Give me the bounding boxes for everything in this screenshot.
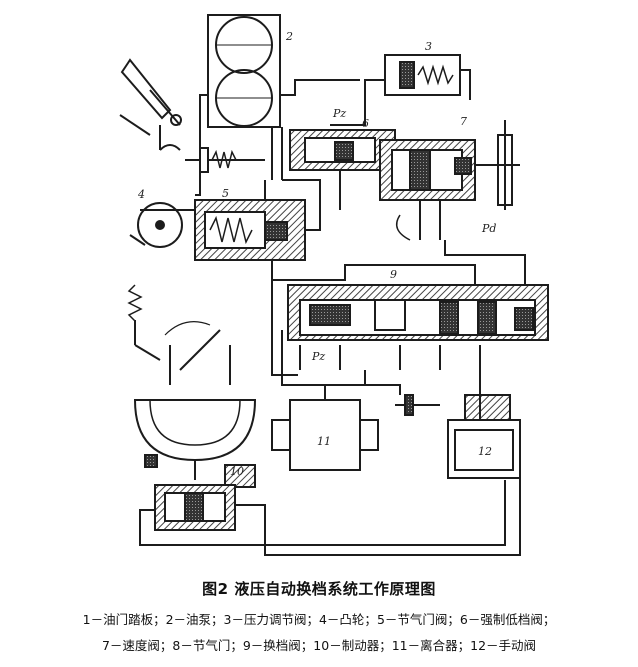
cam — [129, 202, 200, 248]
actuator-cylinder — [139, 478, 521, 556]
label-7: 7 — [460, 115, 467, 128]
label-pz: Pz — [332, 107, 346, 120]
accelerator-pedal — [119, 58, 182, 151]
label-11: 11 — [317, 435, 331, 448]
brake — [133, 399, 257, 488]
speed-valve — [379, 120, 520, 241]
forced-downshift-valve — [289, 129, 396, 210]
shift-valve — [287, 240, 549, 380]
label-6: 6 — [362, 117, 369, 130]
label-3: 3 — [425, 40, 432, 53]
label-2: 2 — [285, 30, 293, 43]
throttle-valve — [194, 179, 330, 281]
label-pd: Pd — [481, 222, 496, 235]
label-10: 10 — [230, 465, 244, 478]
label-5: 5 — [222, 187, 229, 200]
label-4: 4 — [137, 188, 145, 201]
throttle-link — [185, 147, 265, 173]
label-12: 12 — [478, 445, 492, 458]
figure-title: 图2 液压自动换档系统工作原理图 — [202, 580, 436, 598]
throttle-butterfly — [127, 284, 231, 385]
label-pz2: Pz — [311, 350, 325, 363]
oil-pump — [199, 14, 360, 128]
label-9: 9 — [390, 268, 397, 281]
pressure-regulating-valve — [330, 54, 471, 126]
legend-line-2: 7－速度阀；8－节气门；9－换档阀；10－制动器；11－离合器；12－手动阀 — [101, 638, 537, 653]
manual-valve — [395, 380, 521, 479]
legend-line-1: 1－油门踏板；2－油泵；3－压力调节阀；4－凸轮；5－节气门阀；6－强制低档阀； — [82, 612, 556, 627]
